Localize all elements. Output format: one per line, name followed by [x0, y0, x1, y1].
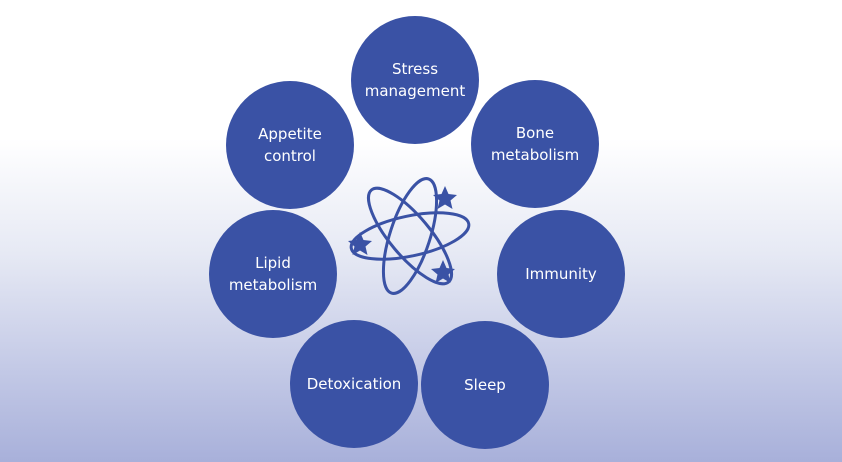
star-icon: [433, 186, 457, 209]
node-label-line: Bone: [515, 124, 555, 142]
node-label-line: Lipid: [255, 254, 291, 272]
node-lipid-metabolism: Lipid metabolism: [209, 210, 337, 338]
star-icon: [431, 260, 455, 283]
node-stress-management: Stress management: [351, 16, 479, 144]
orbit-ellipse: [367, 186, 453, 286]
node-label-line: management: [364, 82, 466, 100]
node-label-line: Sleep: [464, 376, 506, 394]
node-label-line: Immunity: [525, 265, 597, 283]
orbit-ellipse: [349, 211, 471, 261]
node-immunity: Immunity: [497, 210, 625, 338]
node-label-line: metabolism: [228, 276, 318, 294]
node-label-line: Stress: [391, 60, 439, 78]
node-label-line: Appetite: [258, 125, 322, 143]
node-sleep: Sleep: [421, 321, 549, 449]
node-detoxication: Detoxication: [290, 320, 418, 448]
star-icon: [348, 232, 372, 255]
node-label-line: metabolism: [490, 146, 580, 164]
node-appetite-control: Appetite control: [226, 81, 354, 209]
orbit-ellipse: [381, 177, 439, 295]
node-bone-metabolism: Bone metabolism: [471, 80, 599, 208]
node-label-line: control: [263, 147, 316, 165]
node-label-line: Detoxication: [306, 375, 402, 393]
atom-with-stars-icon: [348, 177, 471, 295]
